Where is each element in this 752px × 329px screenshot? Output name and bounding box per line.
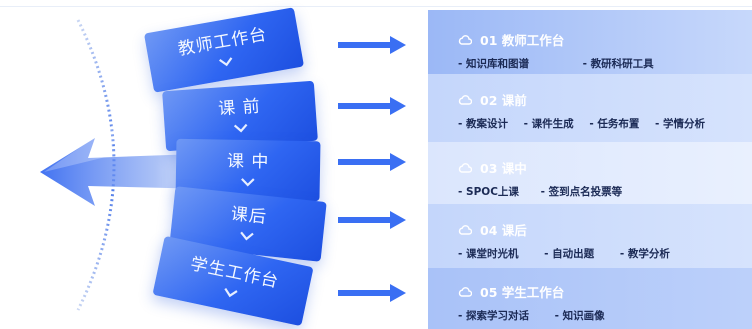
panel-item: - 知识库和图谱: [458, 58, 530, 70]
panel-items: - 知识库和图谱 - 教研科研工具: [458, 56, 752, 71]
panel-items: - SPOC上课 - 签到点名投票等: [458, 184, 752, 199]
panel-item: - 任务布置: [589, 118, 640, 130]
panel-header: 05 学生工作台: [458, 282, 752, 301]
right-arrow-icon: [338, 97, 406, 115]
panel-title: 01 教师工作台: [480, 33, 565, 48]
right-arrow-icon: [338, 284, 406, 302]
panel-item: - 课堂时光机: [458, 248, 519, 260]
card-label: 课后: [229, 204, 268, 228]
card-label: 学生工作台: [188, 254, 281, 293]
cloud-icon: [458, 286, 472, 297]
panel-title: 05 学生工作台: [480, 285, 565, 300]
panel-item: - 知识画像: [554, 310, 605, 322]
right-arrow-icon: [338, 211, 406, 229]
chevron-down-icon: [241, 178, 255, 187]
card-label: 教师工作台: [176, 24, 269, 60]
panel-post-class: 04 课后 - 课堂时光机 - 自动出题 - 教学分析: [428, 204, 752, 268]
panel-item: - 学情分析: [655, 118, 706, 130]
panel-item: - 探索学习对话: [458, 310, 530, 322]
panel-title: 03 课中: [480, 161, 527, 176]
phase-card-stack: 教师工作台 课 前 课 中 课后 学生工作台: [143, 7, 327, 327]
panel-title: 02 课前: [480, 93, 527, 108]
panel-item: - SPOC上课: [458, 186, 519, 198]
chevron-down-icon: [233, 123, 248, 133]
card-in-class: 课 中: [175, 138, 321, 202]
cloud-icon: [458, 224, 472, 235]
chevron-down-icon: [240, 231, 254, 241]
panel-item: - 教研科研工具: [582, 58, 654, 70]
chevron-down-icon: [224, 287, 238, 298]
chevron-down-icon: [219, 57, 233, 67]
panel-header: 02 课前: [458, 90, 752, 109]
card-post-class: 课后: [169, 186, 327, 262]
panel-items: - 探索学习对话 - 知识画像: [458, 308, 752, 323]
right-arrow-icon: [338, 36, 406, 54]
panel-teacher-workbench: 01 教师工作台 - 知识库和图谱 - 教研科研工具: [428, 10, 752, 74]
card-label: 课 中: [226, 151, 270, 173]
panel-header: 01 教师工作台: [458, 30, 752, 49]
panel-item: - 签到点名投票等: [540, 186, 623, 198]
right-arrow-icon: [338, 153, 406, 171]
cloud-icon: [458, 94, 472, 105]
panel-item: - 教案设计: [458, 118, 509, 130]
panel-item: - 课件生成: [523, 118, 574, 130]
panel-items: - 教案设计 - 课件生成 - 任务布置 - 学情分析: [458, 116, 752, 131]
panel-item: - 教学分析: [619, 248, 670, 260]
panel-student-workbench: 05 学生工作台 - 探索学习对话 - 知识画像: [428, 268, 752, 329]
panel-header: 04 课后: [458, 220, 752, 239]
panel-items: - 课堂时光机 - 自动出题 - 教学分析: [458, 246, 752, 261]
cloud-icon: [458, 162, 472, 173]
card-student-workbench: 学生工作台: [152, 235, 314, 327]
panel-in-class: 03 课中 - SPOC上课 - 签到点名投票等: [428, 142, 752, 204]
panel-header: 03 课中: [458, 158, 752, 177]
panel-title: 04 课后: [480, 223, 527, 238]
card-pre-class: 课 前: [162, 80, 318, 152]
card-label: 课 前: [217, 96, 262, 120]
cloud-icon: [458, 34, 472, 45]
panel-pre-class: 02 课前 - 教案设计 - 课件生成 - 任务布置 - 学情分析: [428, 74, 752, 142]
top-divider: [0, 6, 752, 7]
card-teacher-workbench: 教师工作台: [143, 7, 305, 93]
panel-item: - 自动出题: [544, 248, 595, 260]
